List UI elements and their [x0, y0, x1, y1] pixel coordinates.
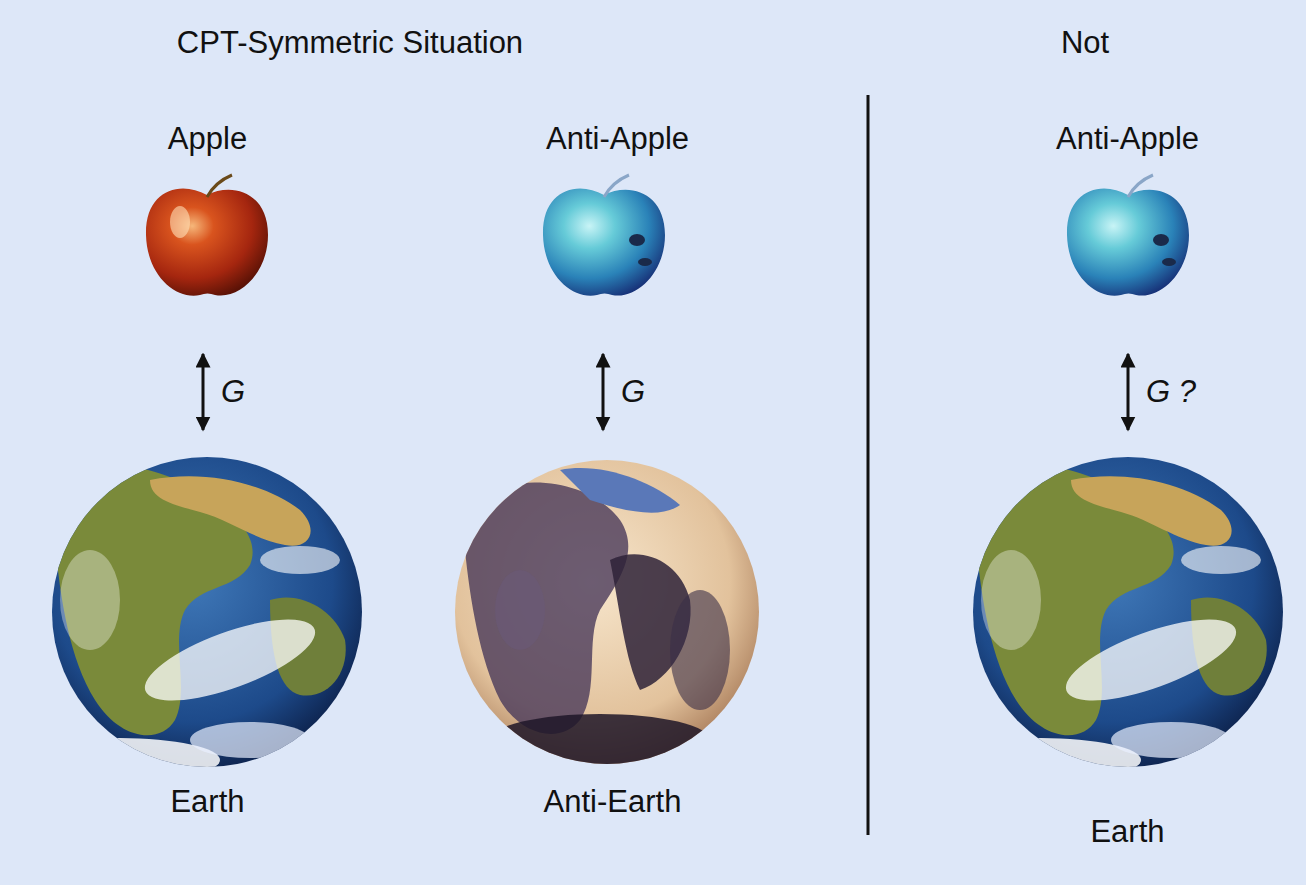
picture-node: Apple: [100, 120, 315, 352]
picture-node: Anti-Apple: [500, 120, 735, 352]
picture-node: Anti-Apple: [1010, 120, 1245, 352]
node-label: Anti-Apple: [546, 120, 689, 157]
gravity-arrow: [1127, 354, 1130, 430]
node-label: Earth: [1090, 813, 1164, 850]
gravity-arrow: [202, 354, 205, 430]
picture-node: Earth: [965, 432, 1290, 850]
section-heading: Not: [1061, 24, 1109, 61]
picture-node: Anti-Earth: [450, 432, 775, 820]
edge-label: G: [221, 373, 245, 410]
node-label: Earth: [170, 783, 244, 820]
picture-node: Earth: [45, 432, 370, 820]
edge-label: G: [621, 373, 645, 410]
gravity-arrow: [602, 354, 605, 430]
node-label: Anti-Earth: [544, 783, 682, 820]
edge-label: G ?: [1146, 373, 1196, 410]
node-label: Apple: [168, 120, 247, 157]
node-label: Anti-Apple: [1056, 120, 1199, 157]
section-heading: CPT-Symmetric Situation: [177, 24, 523, 61]
